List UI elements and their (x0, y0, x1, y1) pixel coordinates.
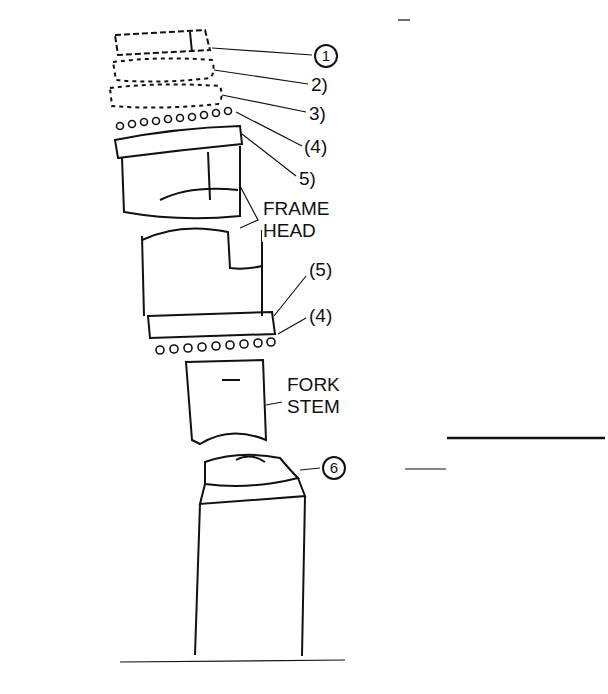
part-name: FRAME HEAD (262, 198, 364, 242)
callout-number: (5) (308, 259, 333, 281)
callout-number: 6 (322, 456, 346, 480)
callout-number: 5) (298, 168, 317, 190)
callout-number: 1 (314, 44, 338, 68)
callout-number: 3) (308, 103, 327, 125)
callout-number: 2) (310, 74, 329, 96)
part-name: FORK STEM (286, 374, 388, 418)
callout-number: (4) (308, 305, 333, 327)
callout-number: (4) (303, 136, 328, 158)
